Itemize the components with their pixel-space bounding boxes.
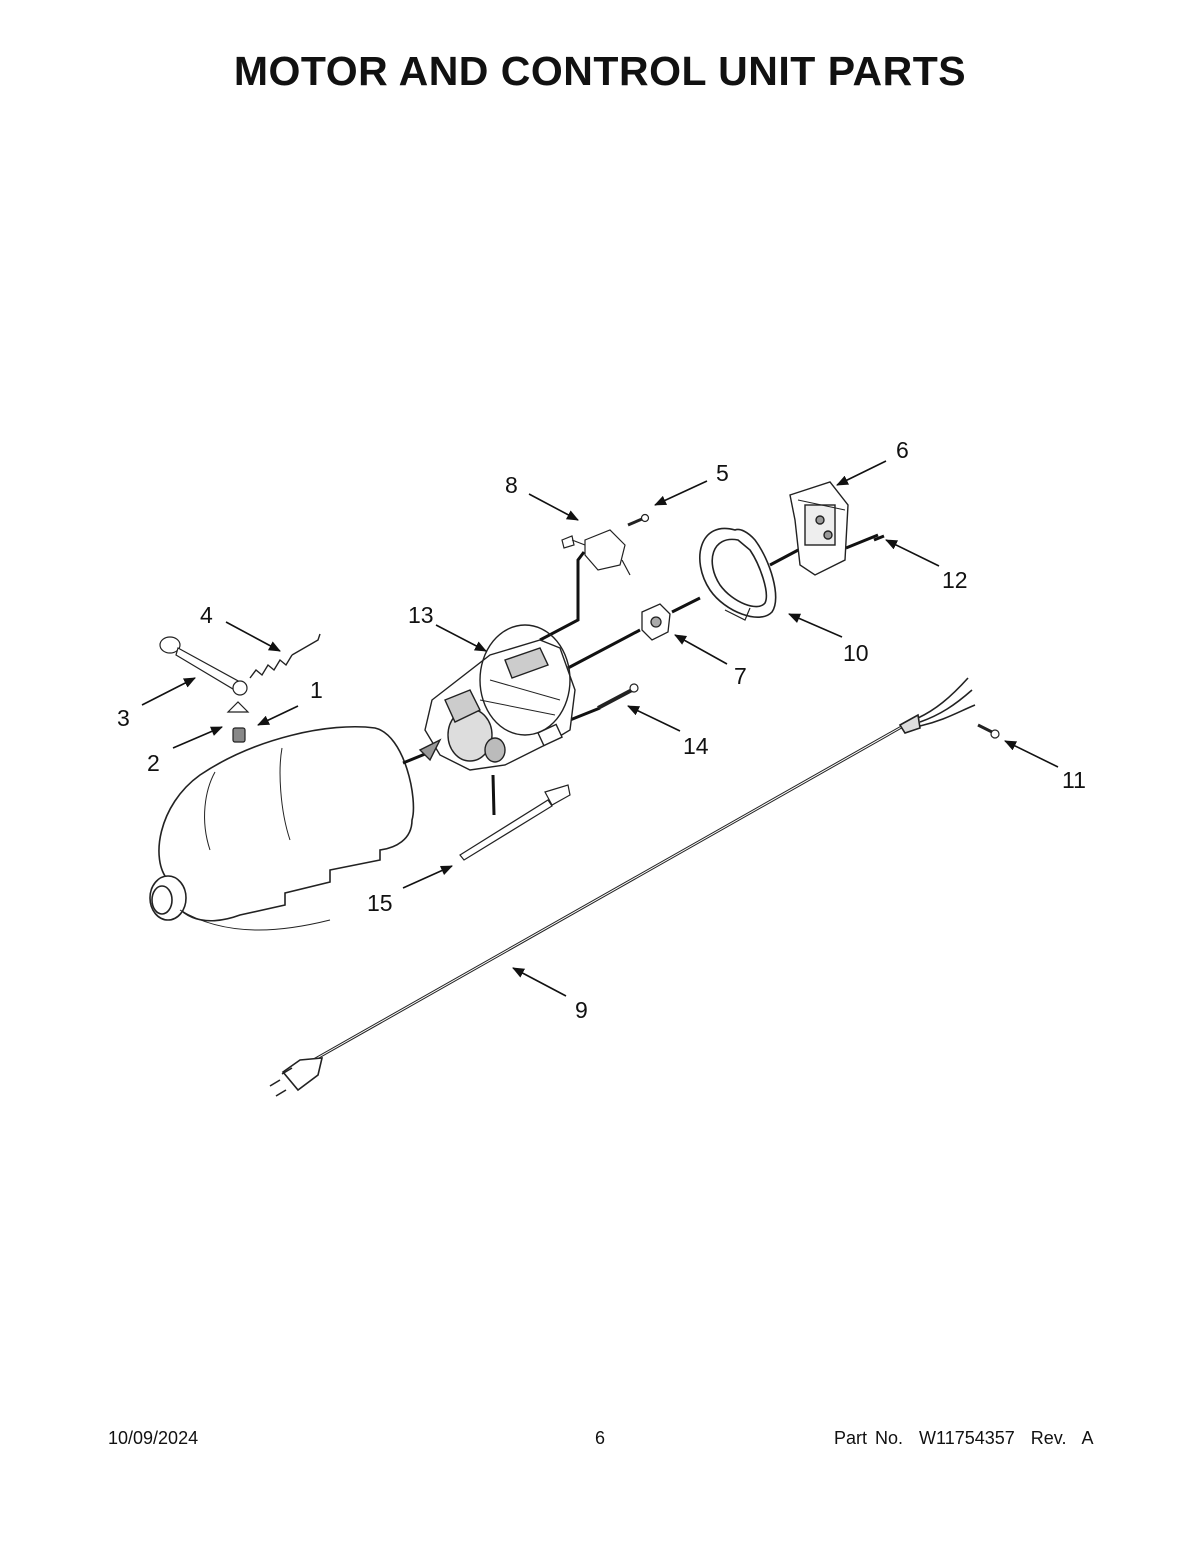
part-5-screw	[627, 513, 650, 527]
part-1-clip	[226, 701, 250, 713]
part-8-bracket	[561, 529, 631, 576]
part-7-connector	[641, 603, 671, 641]
assembly-lines	[402, 533, 879, 816]
callout-4: 4	[200, 602, 213, 628]
part-3-lever	[159, 636, 248, 696]
callout-8: 8	[505, 472, 518, 498]
page-title: MOTOR AND CONTROL UNIT PARTS	[233, 48, 967, 94]
motor-housing-shell	[149, 725, 415, 931]
callout-14: 14	[683, 733, 709, 759]
part-9-power-cord	[269, 677, 976, 1097]
callout-9: 9	[575, 997, 588, 1023]
callout-1: 1	[310, 677, 323, 703]
part-6-control-board	[789, 481, 849, 576]
part-2-screw	[232, 727, 246, 743]
callout-13: 13	[408, 602, 434, 628]
part-4-spring	[249, 633, 321, 679]
callout-5: 5	[716, 460, 729, 486]
callout-2: 2	[147, 750, 160, 776]
callout-10: 10	[843, 640, 869, 666]
callout-11: 11	[1062, 767, 1086, 793]
motor-assembly	[418, 624, 576, 771]
part-14-bolt	[597, 683, 639, 710]
callout-3: 3	[117, 705, 130, 731]
footer-date: 10/09/2024	[108, 1428, 199, 1448]
part-10-ring	[699, 527, 777, 621]
part-11-screw	[977, 723, 1000, 739]
part-15-strap	[459, 784, 571, 861]
leader-arrows	[141, 460, 1059, 997]
callout-labels: 1 2 3 4 5 6 7 8 9 10 11 12 13 14 15	[117, 437, 1086, 1023]
footer-page-number: 6	[595, 1428, 606, 1448]
callout-12: 12	[942, 567, 968, 593]
callout-7: 7	[734, 663, 747, 689]
part-12-pin	[873, 534, 885, 542]
footer-part-number: Part No. W11754357 Rev. A	[834, 1428, 1094, 1448]
callout-6: 6	[896, 437, 909, 463]
callout-15: 15	[367, 890, 393, 916]
